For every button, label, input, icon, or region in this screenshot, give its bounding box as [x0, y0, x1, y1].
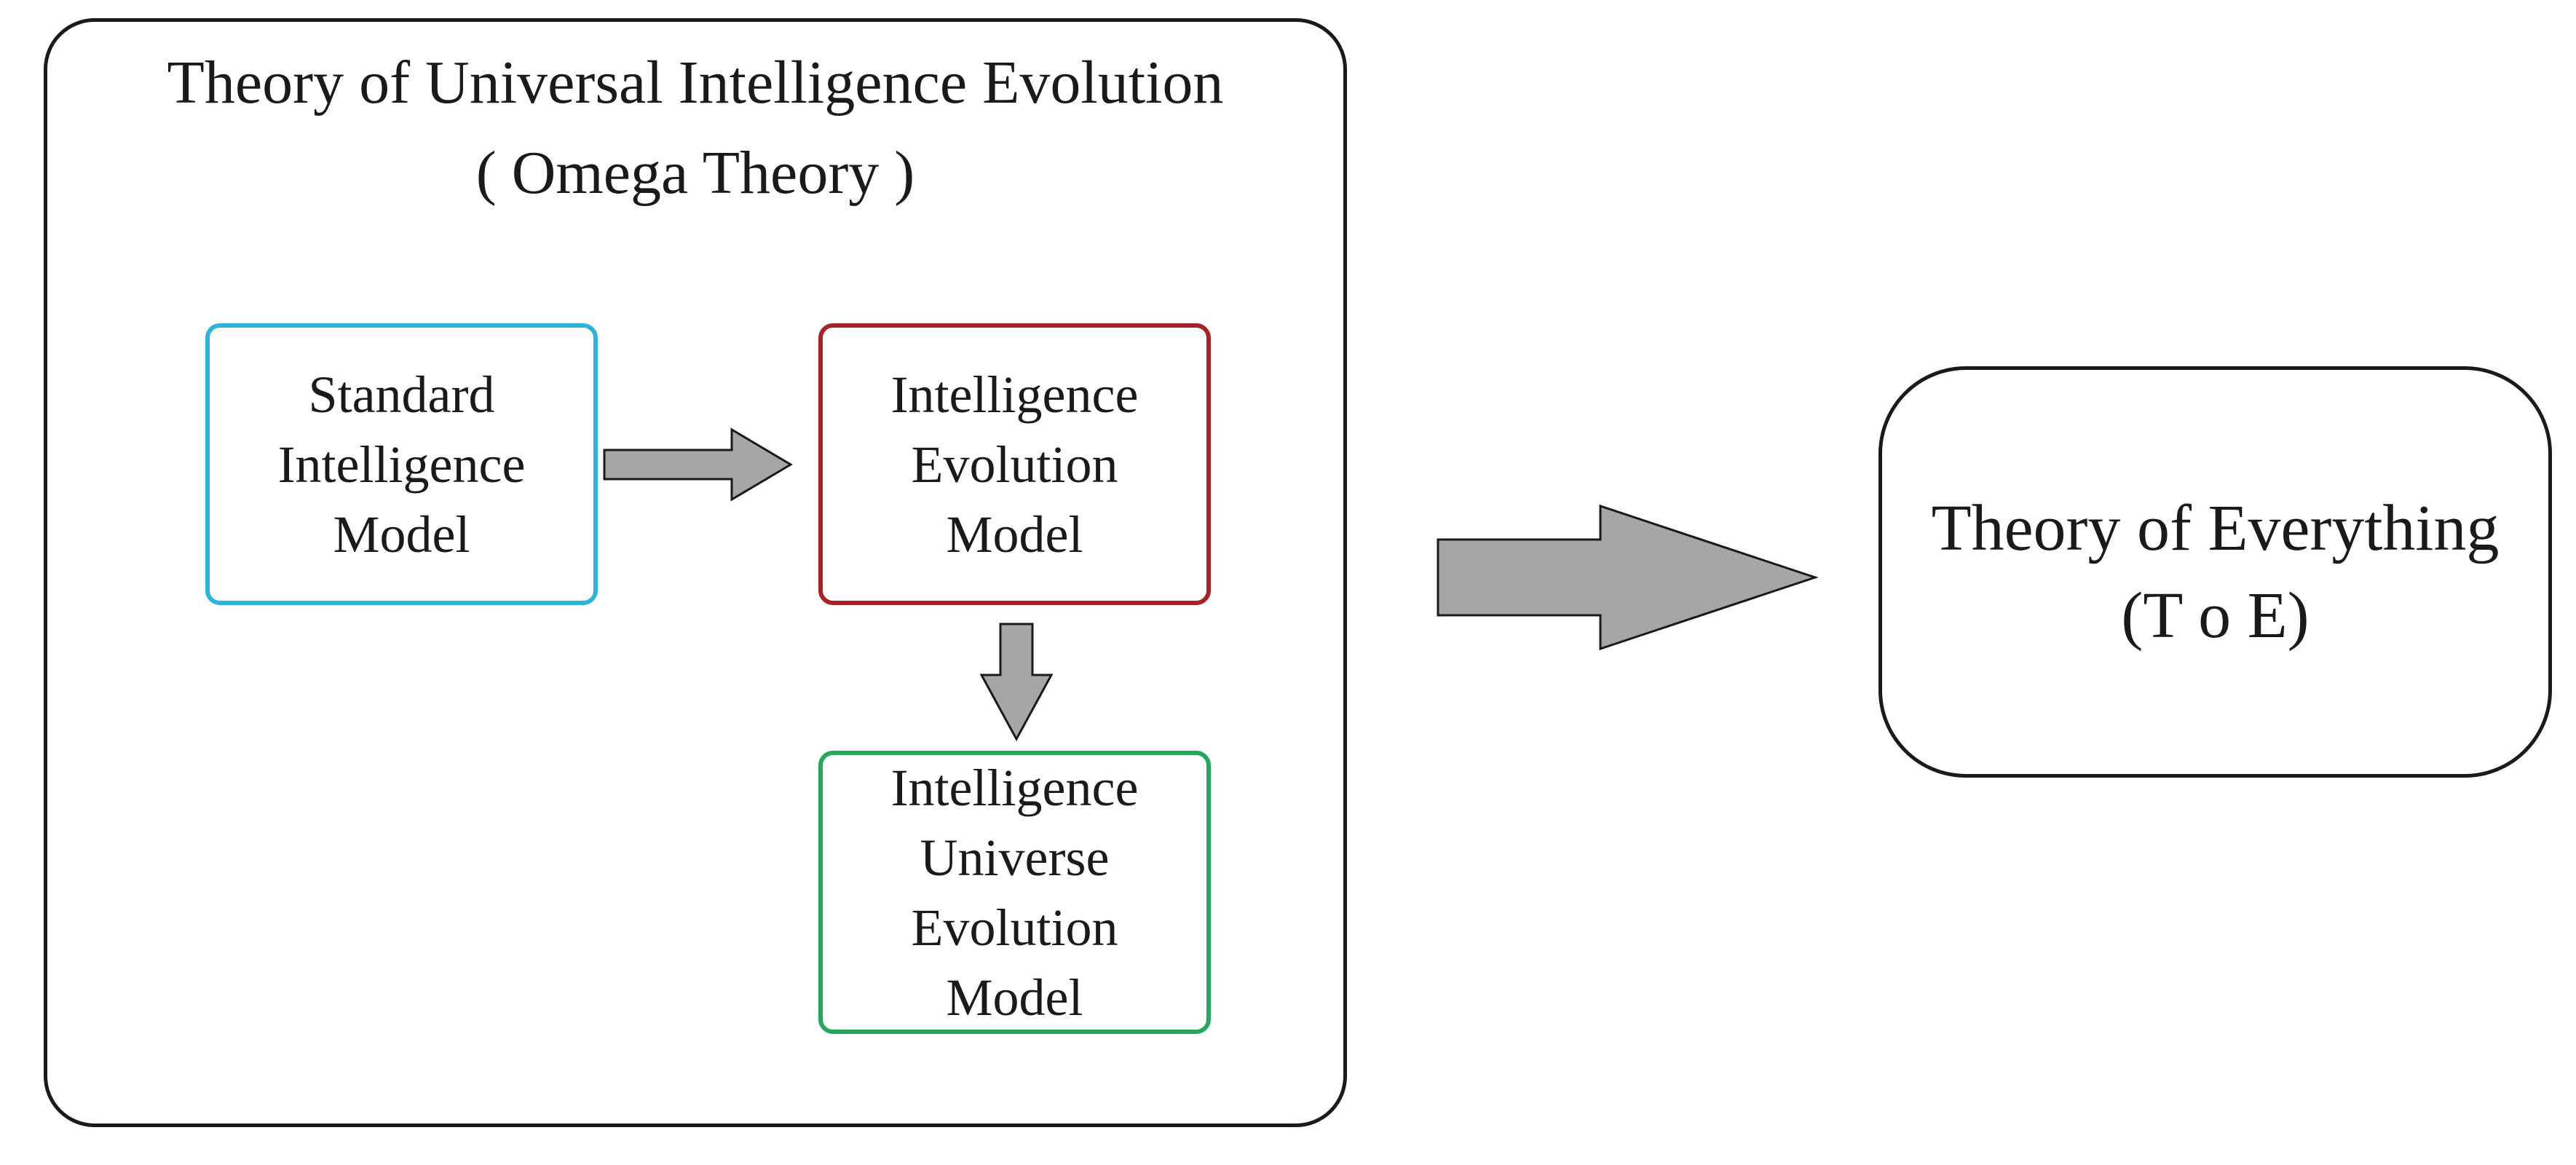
theory-of-everything-box: Theory of Everything (T o E)	[1878, 366, 2552, 778]
universe-model-line-3: Evolution	[911, 898, 1118, 957]
toe-line-1: Theory of Everything	[1931, 491, 2500, 564]
omega-theory-title: Theory of Universal Intelligence Evoluti…	[44, 38, 1347, 218]
standard-model-line-2: Intelligence	[277, 435, 526, 494]
universe-model-line-4: Model	[946, 968, 1083, 1027]
intelligence-evolution-model-box: Intelligence Evolution Model	[818, 323, 1211, 605]
arrow-right-small-icon	[603, 427, 793, 502]
omega-theory-title-line1: Theory of Universal Intelligence Evoluti…	[167, 49, 1224, 116]
standard-model-line-1: Standard	[308, 365, 495, 424]
standard-model-line-3: Model	[333, 505, 470, 564]
arrow-right-large-icon	[1437, 504, 1819, 651]
standard-intelligence-model-box: Standard Intelligence Model	[205, 323, 598, 605]
universe-model-line-2: Universe	[920, 828, 1110, 887]
arrow-down-icon	[979, 623, 1054, 742]
omega-theory-title-line2: ( Omega Theory )	[475, 139, 915, 207]
toe-line-2: (T o E)	[2121, 579, 2310, 652]
intelligence-universe-evolution-model-box: Intelligence Universe Evolution Model	[818, 751, 1211, 1034]
evolution-model-line-2: Evolution	[911, 435, 1118, 494]
evolution-model-line-1: Intelligence	[890, 365, 1139, 424]
evolution-model-line-3: Model	[946, 505, 1083, 564]
universe-model-line-1: Intelligence	[890, 758, 1139, 817]
